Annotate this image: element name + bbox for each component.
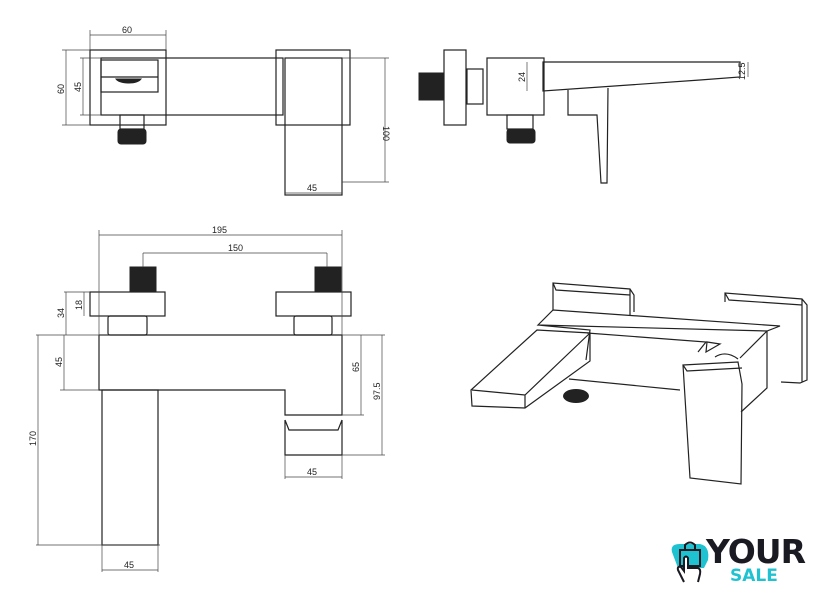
right-nut bbox=[293, 315, 333, 336]
dim-front-outlet-45: 45 bbox=[307, 467, 317, 477]
dim-front-170: 170 bbox=[28, 431, 38, 446]
dim-top-inner: 45 bbox=[73, 82, 83, 92]
isometric-view bbox=[470, 282, 808, 485]
dim-top-height: 60 bbox=[56, 84, 66, 94]
top-spout bbox=[284, 57, 343, 196]
dim-front-45: 45 bbox=[54, 357, 64, 367]
dim-front-34: 34 bbox=[56, 308, 66, 318]
dim-front-195: 195 bbox=[212, 225, 227, 235]
dim-front-150: 150 bbox=[228, 243, 243, 253]
logo-text-your: YOUR bbox=[706, 532, 806, 571]
front-view: 195 150 18 34 45 170 65 97.5 45 45 bbox=[28, 225, 385, 572]
side-handle bbox=[567, 87, 609, 184]
top-right-block bbox=[275, 49, 351, 126]
side-view: 24 12.5 bbox=[418, 49, 749, 184]
thread-icon bbox=[117, 128, 147, 145]
right-flange bbox=[275, 291, 352, 317]
dim-side-24: 24 bbox=[517, 72, 527, 82]
side-spout bbox=[542, 61, 741, 92]
left-flange bbox=[89, 291, 166, 317]
logo-text-sale: SALE bbox=[730, 566, 778, 586]
right-thread-icon bbox=[314, 266, 342, 293]
side-flange bbox=[443, 49, 467, 126]
front-body bbox=[98, 334, 343, 416]
top-window bbox=[100, 59, 159, 93]
shopping-bag-hand-icon bbox=[671, 541, 709, 583]
outlet-mark bbox=[114, 78, 143, 84]
front-spout bbox=[101, 389, 159, 546]
dim-front-18: 18 bbox=[74, 300, 84, 310]
dim-front-pipe-45: 45 bbox=[124, 560, 134, 570]
top-connector bbox=[119, 114, 145, 130]
left-thread-icon bbox=[129, 266, 157, 293]
dim-top-100: 100 bbox=[381, 126, 391, 141]
side-connector bbox=[506, 114, 534, 130]
side-thread-icon bbox=[418, 72, 445, 101]
side-nut bbox=[466, 68, 484, 105]
iso-thread-icon bbox=[563, 389, 589, 403]
dim-top-spout: 45 bbox=[307, 183, 317, 193]
front-outlet bbox=[284, 419, 343, 456]
top-body bbox=[100, 57, 284, 116]
dim-front-97-5: 97.5 bbox=[372, 382, 382, 400]
dim-front-65: 65 bbox=[351, 362, 361, 372]
your-sale-logo: YOUR SALE bbox=[670, 532, 810, 588]
dim-top-width: 60 bbox=[122, 25, 132, 35]
side-body bbox=[486, 57, 545, 116]
top-view: 60 60 45 100 45 bbox=[56, 25, 391, 196]
left-nut bbox=[107, 315, 148, 336]
top-left-block bbox=[89, 49, 167, 126]
dim-side-12-5: 12.5 bbox=[737, 62, 747, 80]
side-thread-bottom-icon bbox=[506, 128, 536, 144]
